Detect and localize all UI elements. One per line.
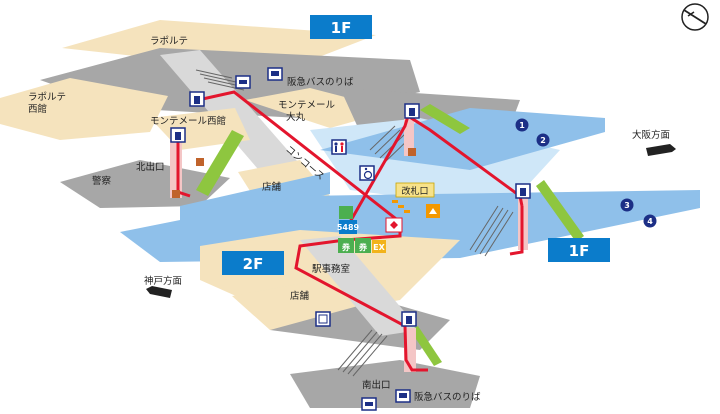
svg-text:1F: 1F bbox=[569, 242, 590, 260]
elevator-shaft-gate bbox=[404, 116, 414, 156]
concourse-lower-walkway bbox=[300, 236, 420, 336]
hankyu-bus-top-label: 阪急バスのりば bbox=[287, 76, 354, 88]
wheelchair-icon bbox=[359, 165, 375, 181]
escalator-gate bbox=[420, 104, 470, 134]
stairs-right bbox=[469, 205, 514, 257]
phone-number: 5489 bbox=[337, 223, 360, 232]
escalator-south bbox=[410, 326, 442, 366]
platform-marker-4: 4 bbox=[643, 214, 657, 228]
north-exit-label: 北出口 bbox=[136, 161, 165, 173]
svg-text:1F: 1F bbox=[331, 19, 352, 37]
station-office-label: 駅事務室 bbox=[312, 263, 350, 275]
police-label: 警察 bbox=[92, 175, 112, 187]
bus-icon bbox=[395, 389, 411, 403]
montemer-daimaru-label-line1: モンテメール bbox=[278, 100, 336, 111]
elevator-icon bbox=[189, 91, 205, 107]
shop-kiosk-icon bbox=[172, 148, 416, 198]
laporte-label: ラポルテ bbox=[150, 36, 188, 47]
restroom-icon bbox=[331, 139, 347, 155]
elevator-icon bbox=[401, 311, 417, 327]
ticket-machine-label: 券 bbox=[341, 242, 351, 252]
stairs-top bbox=[195, 69, 245, 91]
phone-card-icon: 5489 bbox=[337, 220, 360, 234]
shop-upper-label: 店舗 bbox=[262, 181, 282, 193]
ticket-machine-label: 券 bbox=[358, 242, 368, 252]
escalator-right bbox=[536, 180, 584, 242]
ex-icon: EX bbox=[372, 240, 386, 253]
laporte-west-building bbox=[0, 78, 168, 140]
compass-icon bbox=[681, 3, 709, 31]
ticket-machine-icon: 券 bbox=[338, 238, 354, 253]
platform-marker-1: 1 bbox=[515, 118, 529, 132]
floor-badge-1f-top: 1F bbox=[310, 15, 372, 39]
kobe-direction-label: 神戸方面 bbox=[144, 275, 182, 287]
ex-label: EX bbox=[373, 243, 385, 252]
svg-text:1: 1 bbox=[519, 121, 525, 130]
ticket-gate-label: 改札口 bbox=[395, 182, 435, 198]
laporte-west-label-line1: ラポルテ bbox=[28, 92, 66, 103]
svg-text:3: 3 bbox=[624, 201, 630, 210]
coin-locker-icon bbox=[315, 311, 331, 327]
elevator-icon bbox=[170, 127, 186, 143]
taxi-icon bbox=[235, 75, 251, 89]
montemer-west-label: モンテメール西館 bbox=[150, 115, 226, 127]
info-icon bbox=[426, 204, 440, 218]
osaka-direction-label: 大阪方面 bbox=[632, 129, 670, 141]
bus-icon bbox=[267, 67, 283, 81]
shop-lower-label: 店舗 bbox=[290, 290, 310, 302]
hankyu-bus-bottom-label: 阪急バスのりば bbox=[414, 391, 481, 403]
laporte-west-label-line2: 西館 bbox=[28, 103, 47, 115]
escalator-north bbox=[196, 130, 244, 196]
green-ticket-icon bbox=[339, 206, 353, 219]
platform-marker-2: 2 bbox=[536, 133, 550, 147]
elevator-icon bbox=[515, 183, 531, 199]
elevator-icon bbox=[404, 103, 420, 119]
ticket-machine-icon: 券 bbox=[355, 238, 371, 253]
svg-text:2: 2 bbox=[540, 136, 546, 145]
osaka-direction-arrow-icon bbox=[646, 144, 676, 156]
south-exit-area bbox=[290, 360, 480, 408]
svg-text:2F: 2F bbox=[243, 255, 264, 273]
elevator-shaft-left bbox=[170, 140, 182, 198]
accessible-route bbox=[197, 90, 428, 372]
ticket-gate-markers bbox=[392, 200, 410, 213]
platform-1-2 bbox=[320, 108, 605, 170]
kobe-direction-arrow-icon bbox=[146, 286, 172, 298]
floor-badge-1f-right: 1F bbox=[548, 238, 610, 262]
platform-marker-3: 3 bbox=[620, 198, 634, 212]
aed-icon bbox=[385, 217, 403, 233]
stairs-lower-left bbox=[337, 329, 388, 377]
montemer-daimaru-label-line2: 大丸 bbox=[286, 111, 306, 123]
taxi-icon bbox=[361, 397, 377, 411]
svg-text:4: 4 bbox=[647, 217, 653, 226]
svg-text:改札口: 改札口 bbox=[401, 185, 428, 197]
accessible-route-branch-right bbox=[509, 206, 524, 256]
floor-badge-2f: 2F bbox=[222, 251, 284, 275]
south-exit-label: 南出口 bbox=[362, 379, 391, 391]
